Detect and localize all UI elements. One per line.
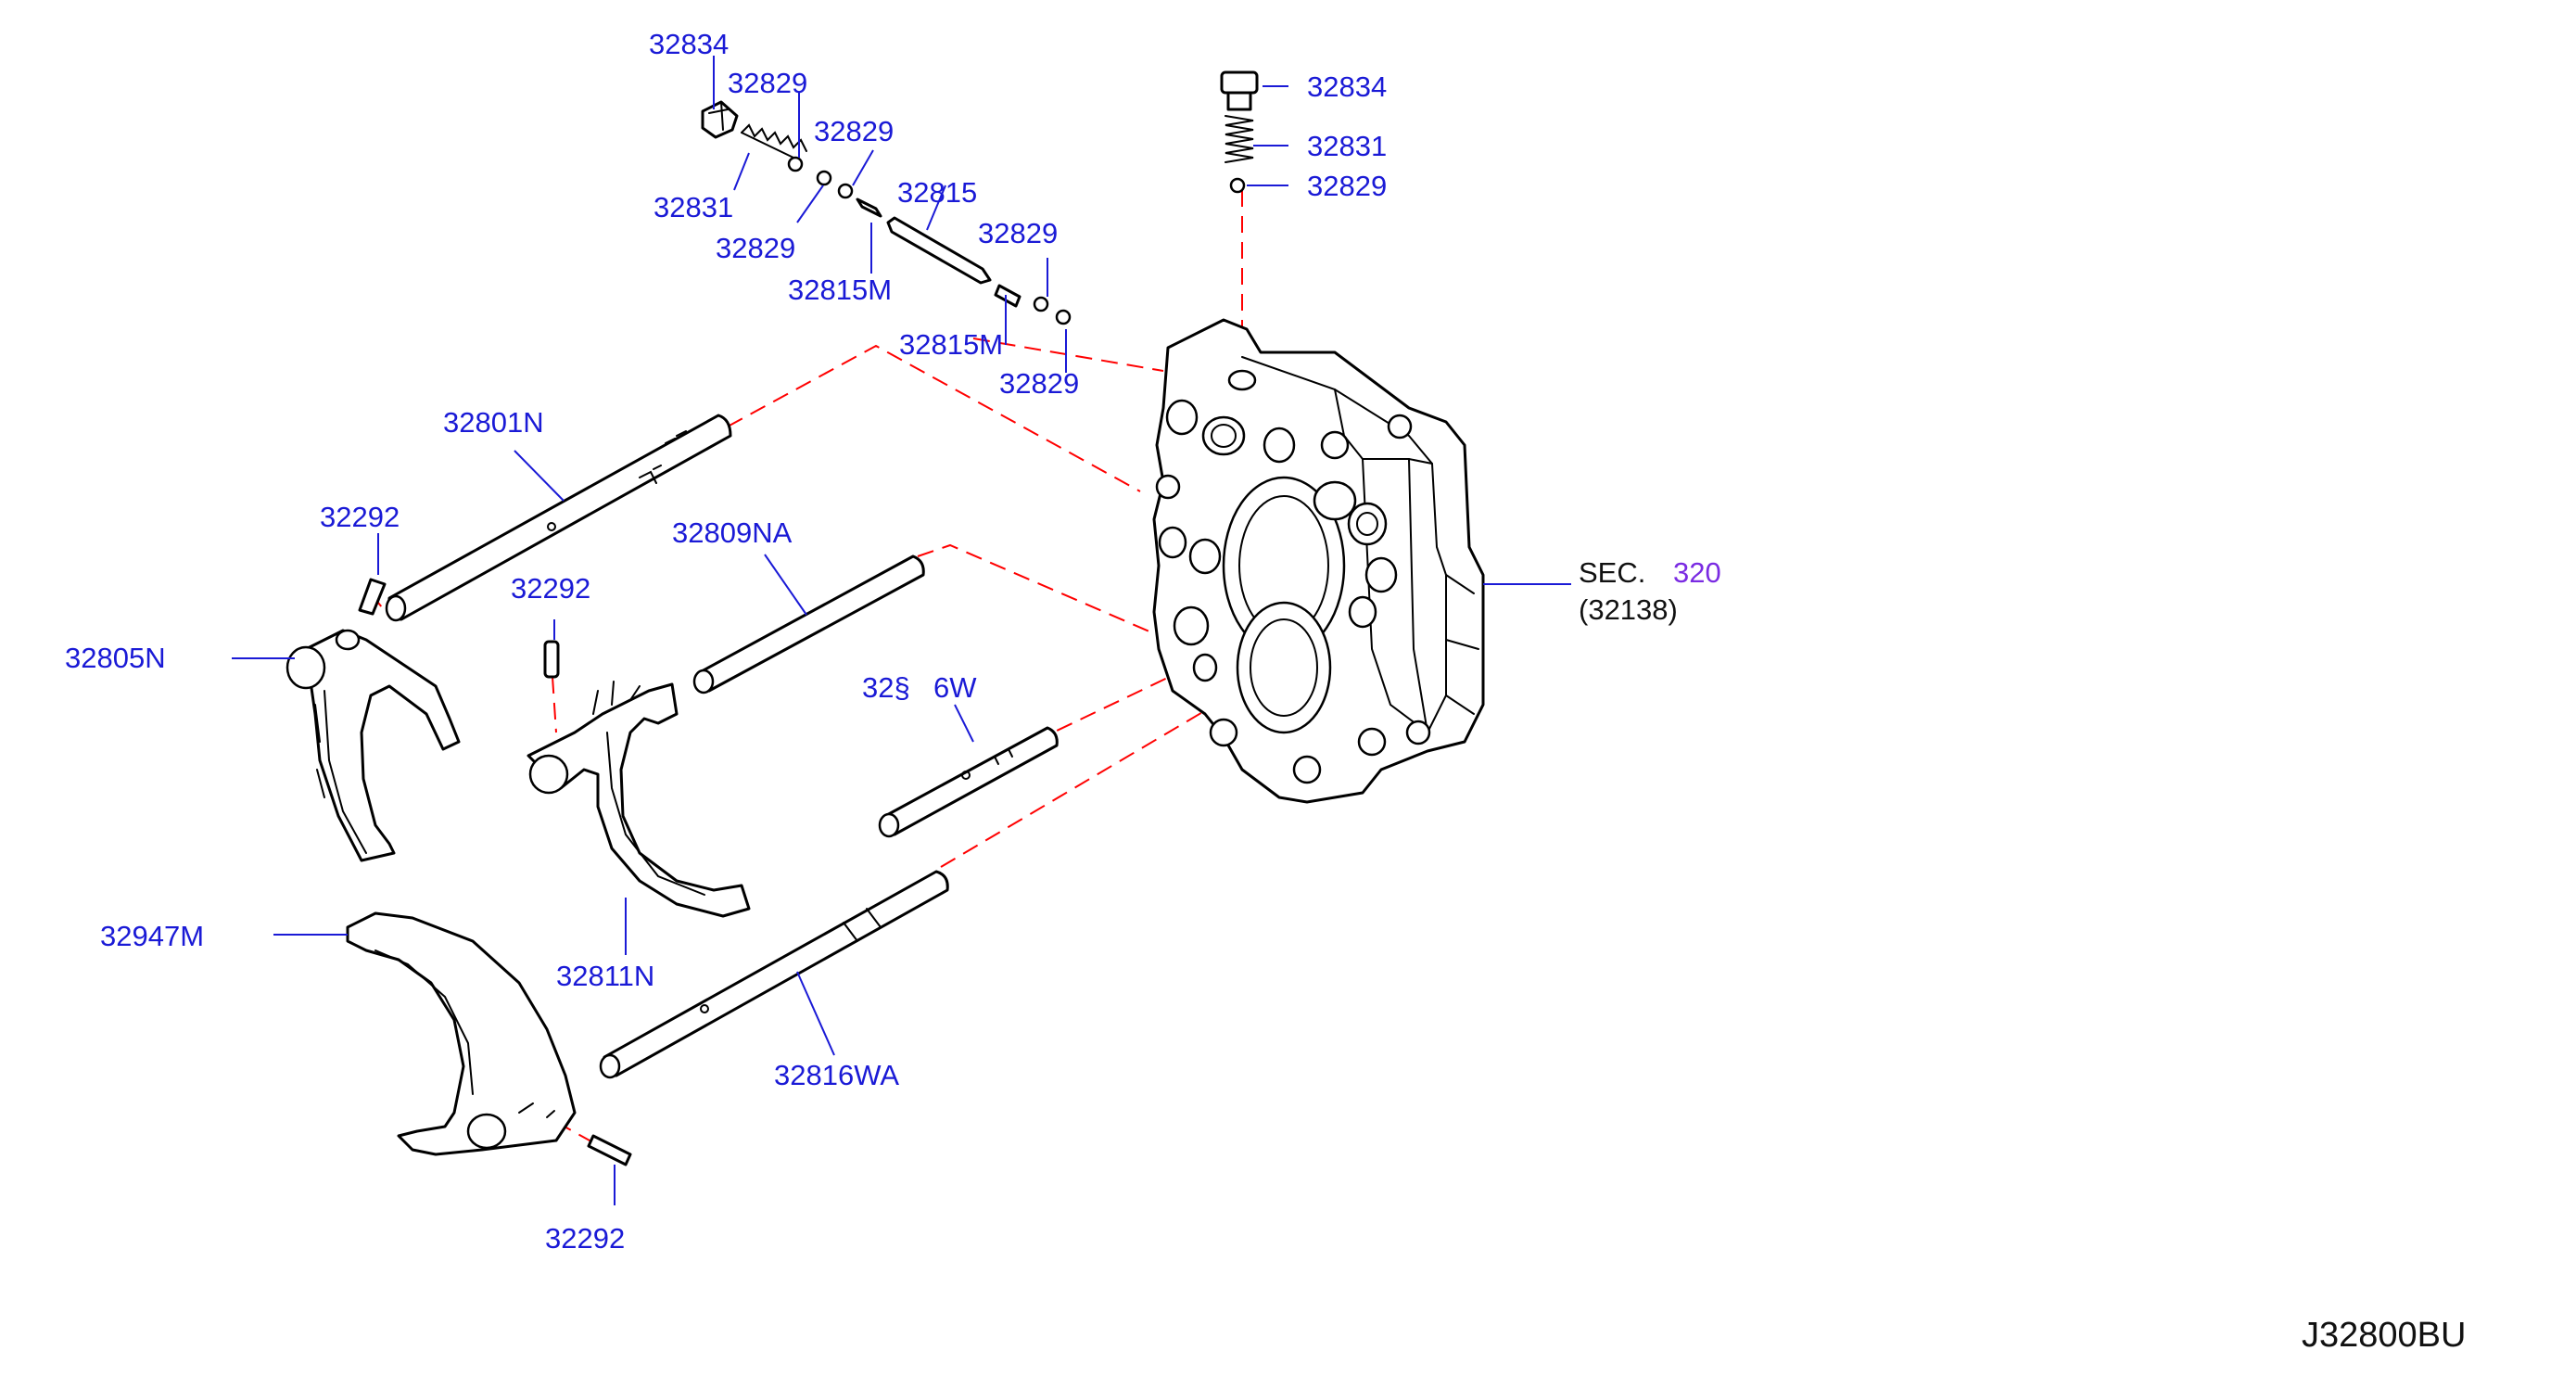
shift-fork-32811N-icon [527, 681, 751, 918]
label-32801N: 32801N [443, 406, 544, 439]
label-32815: 32815 [897, 176, 977, 209]
detent-ball-icon [837, 183, 854, 199]
shift-rod-32816W-icon [878, 726, 1059, 838]
shift-rod-32816WA-icon [599, 870, 949, 1079]
label-32947M: 32947M [100, 920, 204, 952]
shift-rod-32801N-icon [385, 414, 732, 622]
detent-ball-icon [1033, 296, 1049, 312]
transmission-case [1152, 318, 1485, 804]
detent-ball-icon [1055, 309, 1072, 325]
detent-spring-left-icon [741, 123, 807, 159]
roll-pin-32292-c-icon [587, 1134, 632, 1166]
label-32816W-part1: 32§ [862, 671, 910, 704]
shift-fork-32805N-icon [286, 629, 461, 862]
label-32292-c: 32292 [545, 1222, 625, 1255]
label-32815M-a: 32815M [788, 274, 892, 306]
section-ref-number[interactable]: 320 [1673, 556, 1721, 589]
label-32816W-part2: 6W [933, 671, 977, 704]
label-32831-right: 32831 [1307, 130, 1387, 162]
roll-pin-32292-b-icon [543, 640, 560, 679]
shift-fork-32947M-icon [346, 911, 577, 1156]
interlock-pin-icon [994, 284, 1022, 308]
section-ref-sub: (32138) [1579, 593, 1678, 626]
label-32829-b: 32829 [814, 115, 894, 147]
detent-spring-right-icon [1225, 115, 1254, 163]
detent-ball-icon [1229, 177, 1246, 194]
label-32292-a: 32292 [320, 501, 400, 533]
leader-lines [232, 56, 1571, 1205]
label-32829-a: 32829 [728, 67, 807, 99]
detent-ball-icon [816, 170, 832, 186]
roll-pin-32292-a-icon [358, 578, 387, 616]
label-32829-c: 32829 [716, 232, 795, 264]
label-32834-right: 32834 [1307, 70, 1387, 103]
label-32811N: 32811N [556, 960, 654, 992]
shift-rod-32809NA-icon [692, 554, 925, 694]
label-32829-e: 32829 [999, 367, 1079, 400]
label-32831-left: 32831 [654, 191, 733, 223]
interlock-pin-icon [856, 197, 882, 218]
detent-plug-right-icon [1220, 70, 1259, 111]
label-32816WA: 32816WA [774, 1059, 899, 1091]
detent-ball-icon [787, 156, 804, 172]
detent-plug-left-icon [701, 100, 739, 139]
label-32292-b: 32292 [511, 572, 590, 605]
label-32829-d: 32829 [978, 217, 1058, 249]
interlock-rod-icon [886, 216, 992, 285]
label-32809NA: 32809NA [672, 516, 793, 549]
label-32815M-b: 32815M [899, 328, 1003, 361]
label-32829-right: 32829 [1307, 170, 1387, 202]
label-32834-left: 32834 [649, 28, 729, 60]
diagram-code: J32800BU [2302, 1316, 2466, 1355]
section-ref-prefix: SEC. [1579, 556, 1645, 589]
label-32805N: 32805N [65, 642, 166, 674]
